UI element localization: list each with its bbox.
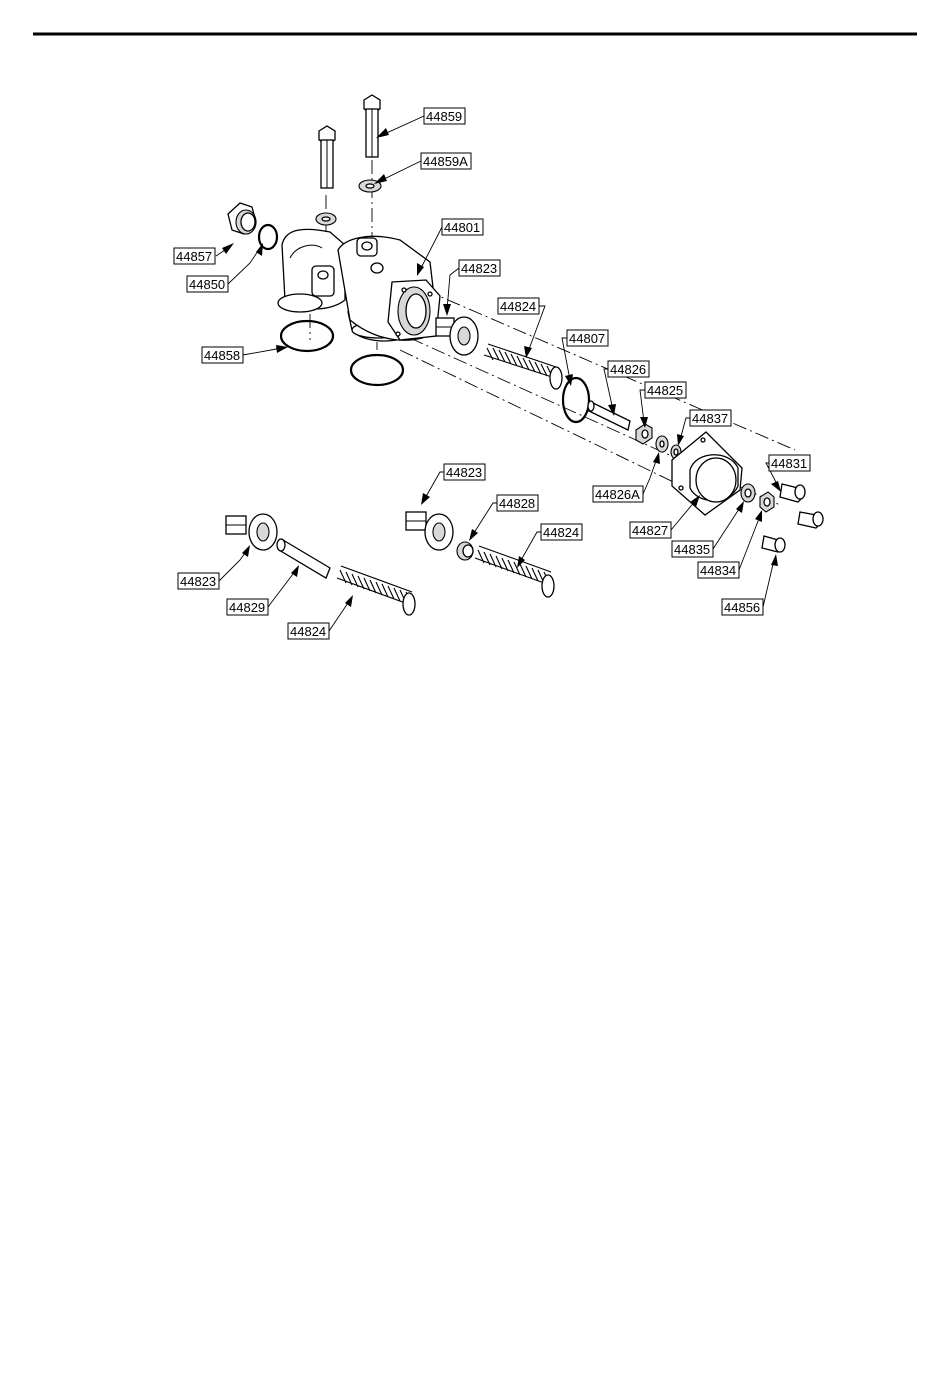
retainer-44823-lower-right: [406, 512, 453, 550]
callout-44829-text: 44829: [229, 600, 265, 615]
callout-44850: 44850: [187, 276, 228, 292]
callout-44834: 44834: [698, 562, 739, 578]
callout-44801: 44801: [442, 219, 483, 235]
callout-44823-main: 44823: [459, 260, 500, 276]
callout-44807: 44807: [567, 330, 608, 346]
callout-44801-text: 44801: [444, 220, 480, 235]
callout-44827: 44827: [630, 522, 671, 538]
callout-44857-text: 44857: [176, 249, 212, 264]
washer-44826a: [656, 436, 668, 452]
plug-44857: [228, 203, 256, 234]
retainer-44823-lower-left: [226, 514, 277, 550]
callout-44828: 44828: [497, 495, 538, 511]
callout-44826a: 44826A: [593, 486, 643, 502]
sleeve-44829: [277, 539, 330, 578]
callout-44823-lower-left-text: 44823: [180, 574, 216, 589]
callout-44824-lower-right: 44824: [541, 524, 582, 540]
callout-44827-text: 44827: [632, 523, 668, 538]
callout-44859: 44859: [424, 108, 465, 124]
callout-44826-text: 44826: [610, 362, 646, 377]
washer-44835: [741, 484, 755, 502]
bolt-44856: [762, 536, 785, 552]
bolt-44831: [780, 484, 805, 502]
callout-44859a: 44859A: [421, 153, 471, 169]
callout-44824-main-text: 44824: [500, 299, 536, 314]
callout-44823-lower-right-text: 44823: [446, 465, 482, 480]
washer-left: [316, 213, 336, 225]
callout-44828-text: 44828: [499, 496, 535, 511]
callout-44859a-text: 44859A: [423, 154, 468, 169]
callout-44831: 44831: [769, 455, 810, 471]
callout-44823-lower-right: 44823: [444, 464, 485, 480]
callout-44826: 44826: [608, 361, 649, 377]
callout-44829: 44829: [227, 599, 268, 615]
locknut-44834: [760, 492, 774, 512]
callout-44837: 44837: [690, 410, 731, 426]
callout-44857: 44857: [174, 248, 215, 264]
retainer-44823-main: [436, 317, 478, 355]
o-ring-44858-left: [281, 321, 333, 351]
spring-44824-lower-left: [337, 566, 415, 615]
callout-44807-text: 44807: [569, 331, 605, 346]
callout-44858-text: 44858: [204, 348, 240, 363]
valve-body-44801: [278, 229, 440, 341]
callout-44835-text: 44835: [674, 542, 710, 557]
callout-44850-text: 44850: [189, 277, 225, 292]
callout-44823-lower-left: 44823: [178, 573, 219, 589]
callout-44824-lower-left-text: 44824: [290, 624, 326, 639]
callout-44831-text: 44831: [771, 456, 807, 471]
callout-44824-lower-right-text: 44824: [543, 525, 579, 540]
callout-44835: 44835: [672, 541, 713, 557]
long-bolt-left: [319, 126, 335, 188]
callout-44834-text: 44834: [700, 563, 736, 578]
callout-44826a-text: 44826A: [595, 487, 640, 502]
spring-44824-main: [484, 344, 562, 389]
bolt-44831-lower: [798, 512, 823, 528]
callout-44823-main-text: 44823: [461, 261, 497, 276]
callout-44825: 44825: [645, 382, 686, 398]
callout-44824-main: 44824: [498, 298, 539, 314]
callout-44825-text: 44825: [647, 383, 683, 398]
long-bolt-44859: [364, 95, 380, 157]
spring-44824-lower-right: [475, 546, 554, 597]
callout-44837-text: 44837: [692, 411, 728, 426]
callout-44858: 44858: [202, 347, 243, 363]
bushing-44828: [457, 542, 473, 560]
callout-44856: 44856: [722, 599, 763, 615]
nut-44825: [636, 424, 652, 444]
cap-44827: [672, 432, 742, 515]
callout-44824-lower-left: 44824: [288, 623, 329, 639]
o-ring-44807: [563, 378, 589, 422]
callout-44859-text: 44859: [426, 109, 462, 124]
o-ring-44858-bottom: [351, 355, 403, 385]
callout-44856-text: 44856: [724, 600, 760, 615]
